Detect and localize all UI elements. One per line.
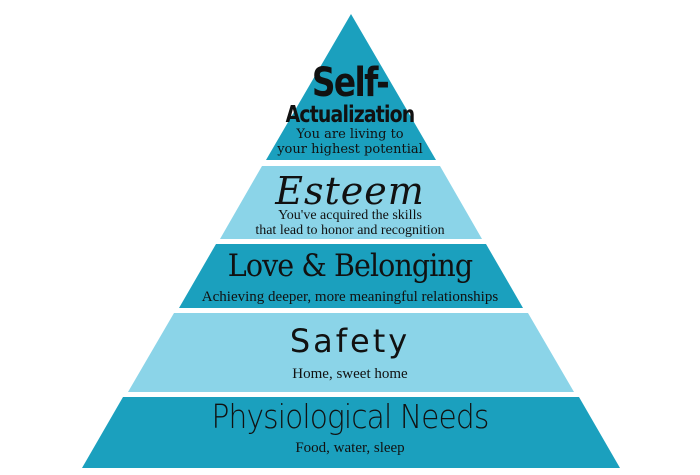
physiological-needs-title: Physiological Needs	[211, 397, 490, 436]
tier-love-belonging	[179, 244, 523, 308]
self-actualization-desc-line1: You are living to	[296, 127, 404, 142]
self-actualization-title-line1: Self-	[311, 60, 390, 106]
tier-physiological-needs	[82, 397, 620, 468]
safety-title: Safety	[289, 322, 411, 360]
tier-safety	[128, 313, 574, 392]
safety-desc: Home, sweet home	[292, 366, 408, 382]
esteem-desc-line2: that lead to honor and recognition	[255, 223, 445, 238]
physiological-needs-desc: Food, water, sleep	[295, 440, 405, 456]
love-belonging-title: Love & Belonging	[227, 248, 473, 284]
love-belonging-desc: Achieving deeper, more meaningful relati…	[201, 289, 499, 305]
self-actualization-title-line2: Actualization	[285, 102, 416, 128]
tier-self-actualization	[266, 14, 436, 160]
self-actualization-desc-line2: your highest potential	[277, 142, 423, 157]
esteem-desc-line1: You've acquired the skills	[278, 208, 422, 223]
esteem-title: Esteem	[275, 169, 425, 213]
tier-esteem	[220, 166, 482, 239]
